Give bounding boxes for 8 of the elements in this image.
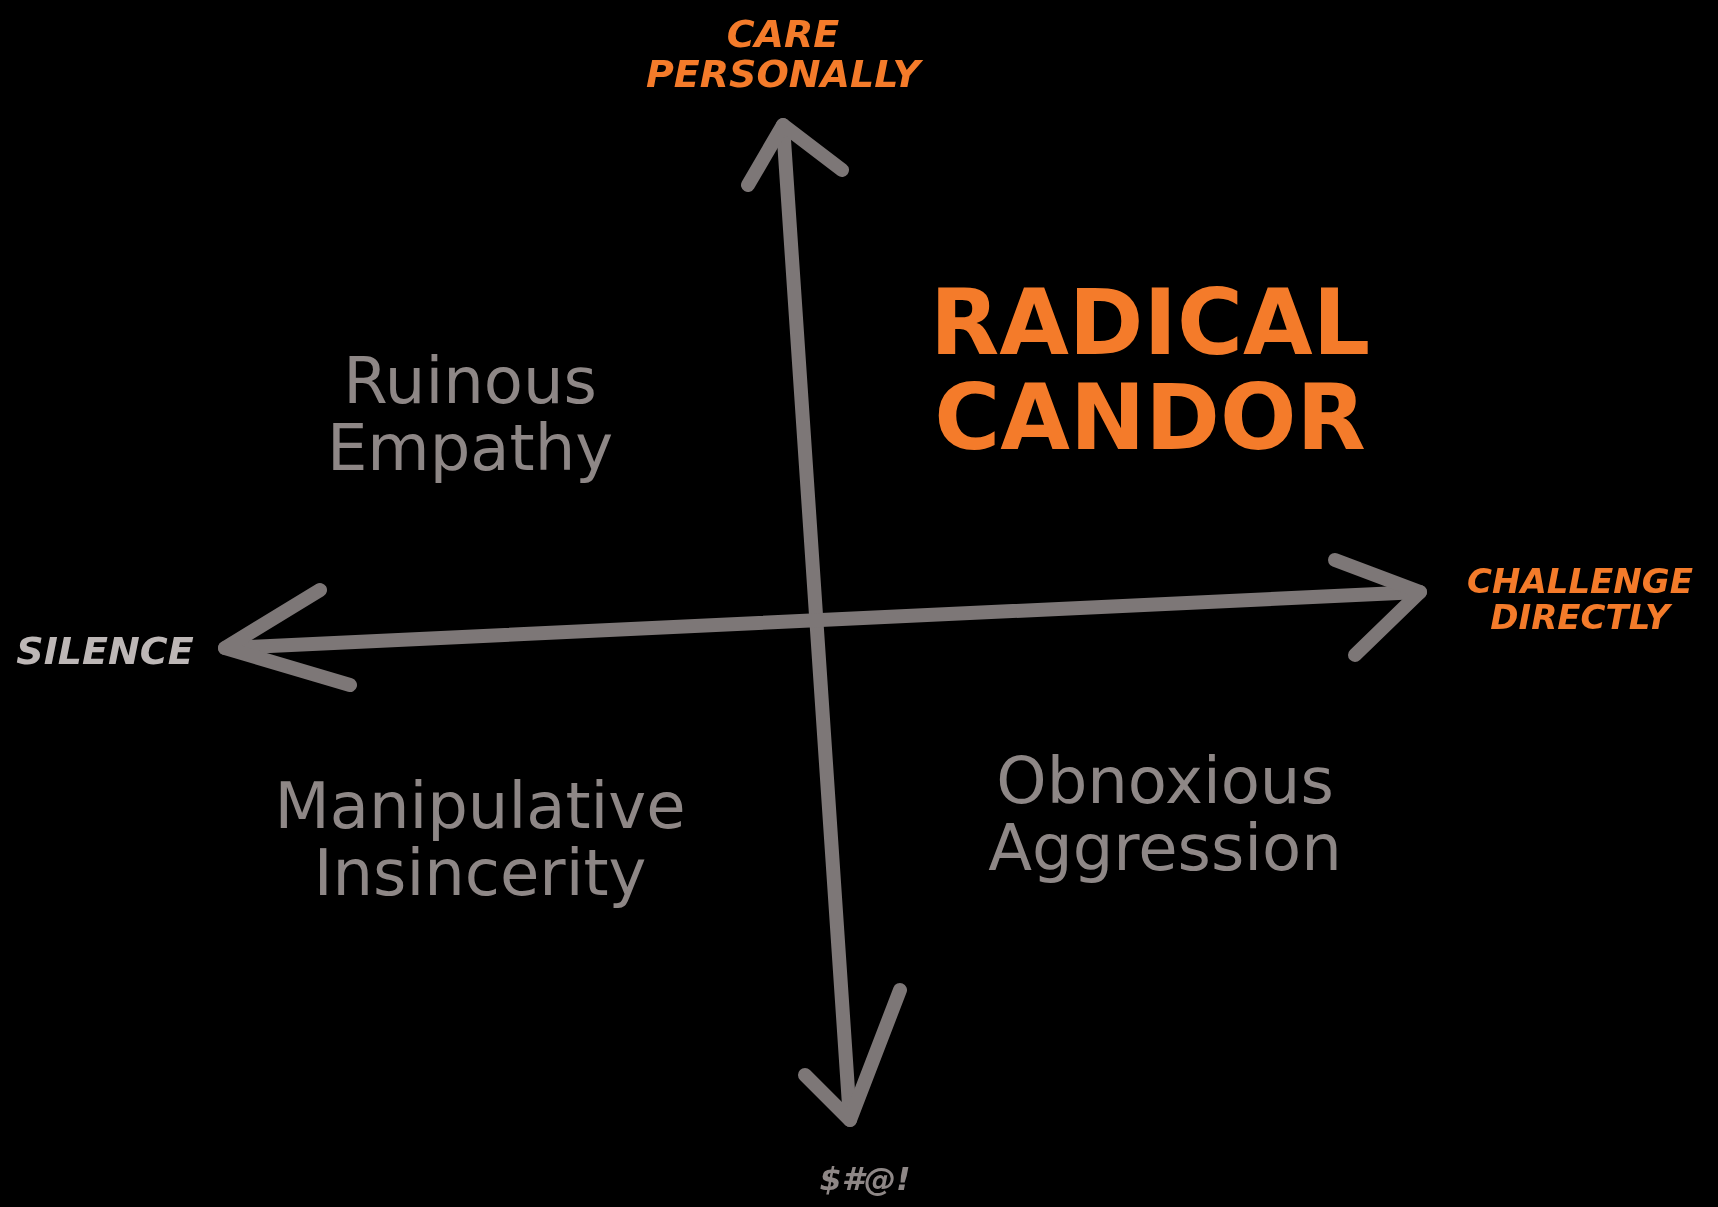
axis-label: CHALLENGE DIRECTLY	[1466, 564, 1694, 636]
axis-label: $#@!	[818, 1163, 912, 1197]
axis-label: SILENCE	[15, 632, 195, 672]
quadrant-label: Ruinous Empathy	[325, 347, 615, 483]
quadrant-label: Obnoxious Aggression	[987, 747, 1343, 883]
quadrant-label: RADICAL CANDOR	[928, 275, 1372, 465]
axis-label: CARE PERSONALLY	[623, 15, 943, 95]
quadrant-label: Manipulative Insincerity	[273, 772, 687, 908]
